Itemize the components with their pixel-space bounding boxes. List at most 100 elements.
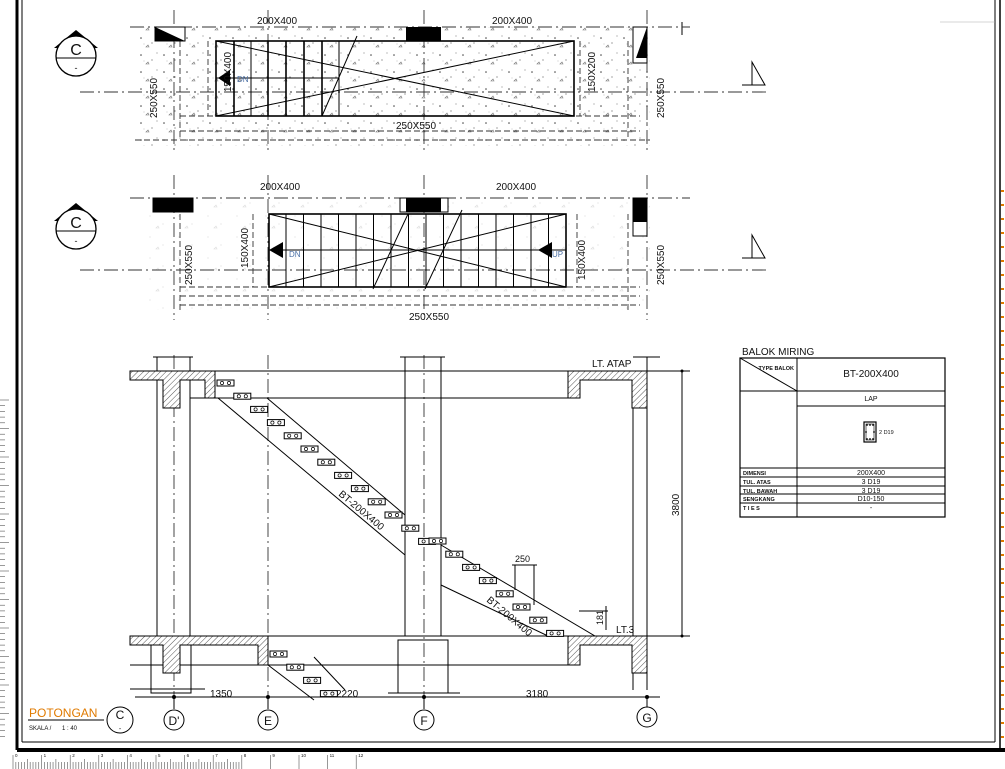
stair-tread [216, 379, 235, 387]
side-beam-label-left: 250X550 [149, 78, 160, 118]
ruler-label: 8 [244, 753, 247, 758]
beam-label-left: 200X400 [257, 16, 297, 27]
table-title: BALOK MIRING [742, 347, 814, 358]
stair-tread [303, 676, 322, 684]
beam-label-bottom: 250X550 [396, 121, 436, 132]
ruler-label: 2 [72, 753, 75, 758]
beam-label-left: 200X400 [260, 182, 300, 193]
landing-beam-label-left: 150X400 [223, 52, 234, 92]
grid-bubble-d-prime: D' [163, 697, 185, 731]
stair-treads [216, 379, 565, 698]
position-label: LAP [864, 396, 878, 403]
grid-bubble-g: G [636, 697, 658, 728]
stair-tread [300, 445, 319, 453]
dim-label: 2220 [336, 689, 359, 700]
ruler-label: 1 [44, 753, 47, 758]
section-title: POTONGAN C - SKALA / 1 : 40 [28, 706, 134, 734]
section-marker-letter: C [70, 42, 82, 59]
beam-schedule-table: BALOK MIRING TYPE BALOK BT-200X400 LAP 2… [739, 347, 946, 518]
type-header: TYPE BALOK [759, 366, 794, 372]
stair-tread [350, 485, 369, 493]
dim-label: 3180 [526, 689, 549, 700]
dn-arrow-icon [269, 242, 283, 258]
landing-beam-label-right: 150X200 [587, 52, 598, 92]
table-row-value: D10-150 [858, 496, 885, 503]
stair-tread [428, 537, 447, 545]
ruler-label: 10 [301, 753, 307, 758]
plan-middle: DN UP 200X400 200X400 250X550 250X550 15… [54, 175, 770, 323]
stair-tread [384, 511, 403, 519]
sheet-frame [15, 0, 1005, 752]
landing-beam-label-right: 150X400 [577, 240, 588, 280]
stair-tread [334, 471, 353, 479]
stringer-label-upper: BT-200X400 [336, 489, 386, 533]
scale-value: 1 : 40 [62, 726, 78, 732]
landing-beam-label-left: 150X400 [240, 228, 251, 268]
tread-dim-label: 250 [515, 554, 530, 564]
type-value: BT-200X400 [843, 369, 899, 380]
ruler-label: 11 [330, 753, 335, 758]
grid-label: D' [169, 714, 180, 728]
grid-label: F [420, 714, 427, 728]
rebar-label: 2 D19 [879, 430, 894, 436]
stair-tread [233, 392, 252, 400]
dn-label: DN [237, 75, 249, 84]
ruler-label: 12 [358, 753, 364, 758]
grid-label: E [264, 714, 272, 728]
plan-top: DN 200X400 200X400 250X550 250X550 150X4… [54, 10, 770, 150]
ruler-label: 9 [272, 753, 275, 758]
ruler-left [0, 399, 9, 737]
stair-tread [478, 577, 497, 585]
ruler-label: 3 [101, 753, 104, 758]
section-title-marker: C [116, 708, 125, 722]
table-row-label: T I E S [743, 506, 760, 512]
section-title-text: POTONGAN [29, 706, 97, 720]
stair-tread [317, 458, 336, 466]
section-marker-letter: C [70, 215, 82, 232]
level-symbol-icon [742, 233, 766, 259]
ruler-label: 6 [187, 753, 190, 758]
grid-bubble-f: F [413, 697, 435, 731]
beam-label-right: 200X400 [496, 182, 536, 193]
table-row-label: DIMENSI [743, 471, 766, 477]
title-block-strip [1001, 190, 1004, 738]
side-beam-label-left: 250X550 [184, 245, 195, 285]
stringer-label-lower: BT-200X400 [484, 595, 534, 639]
section-marker-sub: - [75, 63, 78, 73]
table-row-value: 3 D19 [862, 479, 881, 486]
section-marker-sub: - [75, 236, 78, 246]
stair-tread [401, 524, 420, 532]
table-row-value: 3 D19 [862, 488, 881, 495]
ruler-label: 0 [15, 753, 18, 758]
grid-label: G [642, 711, 651, 725]
level-symbol-icon [742, 60, 766, 86]
section-view: BT-200X400 BT-200X400 250 181 LT. ATAP L… [28, 355, 690, 734]
section-marker-top: C - [54, 30, 98, 77]
beam-label-right: 200X400 [492, 16, 532, 27]
table-row-value: - [870, 505, 873, 512]
level-label-bottom: LT.3 [616, 625, 635, 636]
stair-tread [269, 650, 288, 658]
stair-tread [283, 432, 302, 440]
riser-dimension: 181 [579, 606, 608, 630]
stair-tread [286, 663, 305, 671]
ruler-label: 5 [158, 753, 161, 758]
stair-tread [462, 563, 481, 571]
stair-tread [266, 419, 285, 427]
dn-arrow-icon [218, 70, 230, 86]
dn-label: DN [289, 250, 301, 259]
ruler-label: 7 [215, 753, 218, 758]
section-marker-middle: C - [54, 203, 98, 250]
up-label: UP [552, 250, 563, 259]
scale-label: SKALA / [29, 726, 52, 732]
beam-section-icon [863, 421, 877, 443]
grid-bubble-e: E [257, 697, 279, 731]
height-dim-label: 3800 [671, 493, 682, 516]
stair-tread [512, 603, 531, 611]
stair-tread [445, 550, 464, 558]
side-beam-label-right: 250X550 [656, 245, 667, 285]
stair-tread [319, 690, 338, 698]
stair-tread [367, 498, 386, 506]
